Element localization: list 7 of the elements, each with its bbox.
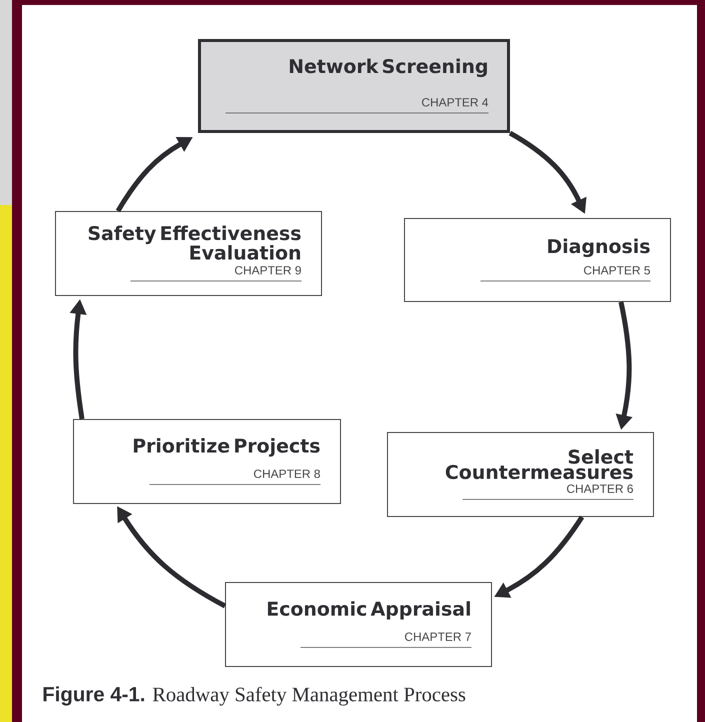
process-box: Economic Appraisal CHAPTER 7 (225, 582, 492, 667)
process-box: Diagnosis CHAPTER 5 (404, 218, 671, 302)
process-box: Safety Effectiveness Evaluation CHAPTER 9 (55, 211, 322, 296)
process-box: Network Screening CHAPTER 4 (198, 39, 510, 133)
process-box: Prioritize Projects CHAPTER 8 (73, 419, 341, 504)
figure-caption: Figure 4-1. Roadway Safety Management Process (44, 686, 466, 706)
process-box: Select Countermeasures CHAPTER 6 (387, 432, 654, 517)
